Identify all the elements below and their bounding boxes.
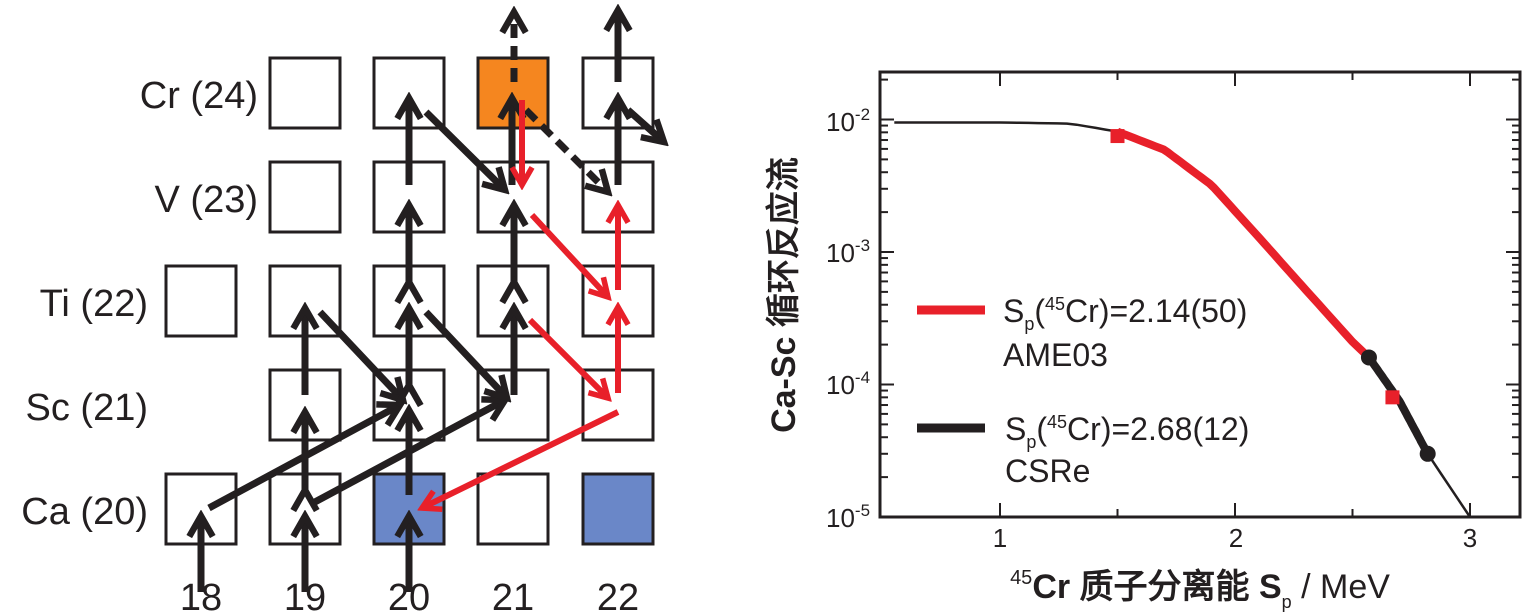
column-labels: 18 19 20 21 22: [180, 577, 639, 614]
row-label-v: V (23): [155, 179, 258, 221]
x-tick-labels: 1 2 3: [993, 523, 1477, 553]
row-labels: Cr (24) V (23) Ti (22) Sc (21) Ca (20): [21, 75, 258, 533]
x-tick-label: 3: [1463, 523, 1477, 553]
red-flow-arrows: [422, 100, 618, 508]
arrow-sc22-ca20-red: [422, 409, 620, 508]
legend: Sp(45Cr)=2.14(50) AME03 Sp(45Cr)=2.68(12…: [917, 293, 1249, 489]
nuclide-box: [581, 472, 655, 546]
arrow-cr21-v22-dashed: [523, 107, 608, 192]
x-tick-label: 2: [1229, 523, 1243, 553]
column-label-22: 22: [597, 577, 639, 614]
column-label-21: 21: [492, 577, 534, 614]
series-marker-csre: [1360, 349, 1377, 366]
y-tick-labels: 10-2 10-3 10-4 10-5: [826, 105, 870, 533]
y-tick-label: 10-5: [826, 501, 870, 533]
series-band-ame03: [1115, 127, 1372, 361]
black-flow-arrows: [201, 10, 664, 592]
series-marker-csre: [1419, 445, 1436, 462]
nuclide-box: [268, 160, 342, 234]
arrow-cr20-v21: [423, 109, 505, 190]
nuclide-box: [268, 56, 342, 130]
y-tick-label: 10-4: [826, 368, 870, 400]
nuclide-box: [476, 472, 550, 546]
series-band-csre: [1365, 355, 1432, 456]
x-tick-label: 1: [993, 523, 1007, 553]
y-tick-label: 10-3: [826, 236, 870, 268]
legend-label-csre: Sp(45Cr)=2.68(12): [1005, 411, 1249, 452]
flow-vs-sp-chart: 1 2 3 10-2 10-3 10-4 10-5 Ca-Sc 循环反应流 45…: [765, 70, 1522, 612]
x-axis-label: 45Cr 质子分离能 Sp / MeV: [1010, 567, 1390, 612]
nuclide-chart-diagram: Cr (24) V (23) Ti (22) Sc (21) Ca (20) 1…: [21, 10, 664, 614]
nuclide-box: [164, 264, 238, 338]
legend-name-csre: CSRe: [1005, 453, 1090, 489]
row-label-ti: Ti (22): [40, 283, 148, 325]
arrow-ti20-sc21: [423, 309, 507, 398]
row-label-sc: Sc (21): [26, 387, 148, 429]
series-marker-ame03: [1110, 129, 1125, 144]
row-label-cr: Cr (24): [140, 75, 258, 117]
arrow-ti19-sc20: [317, 309, 403, 400]
plot-frame: [878, 70, 1522, 519]
chart-curves: [894, 121, 1472, 518]
arrow-cr22-out-diagonal: [625, 107, 664, 142]
arrow-ti21-sc22-red: [527, 317, 608, 398]
y-axis-label: Ca-Sc 循环反应流: [765, 157, 803, 433]
legend-label-ame03: Sp(45Cr)=2.14(50): [1003, 293, 1247, 334]
row-label-ca: Ca (20): [21, 491, 148, 533]
series-marker-ame03: [1385, 390, 1400, 405]
legend-name-ame03: AME03: [1003, 337, 1108, 373]
y-tick-label: 10-2: [826, 105, 870, 137]
arrow-v21-ti22-red: [529, 212, 608, 297]
